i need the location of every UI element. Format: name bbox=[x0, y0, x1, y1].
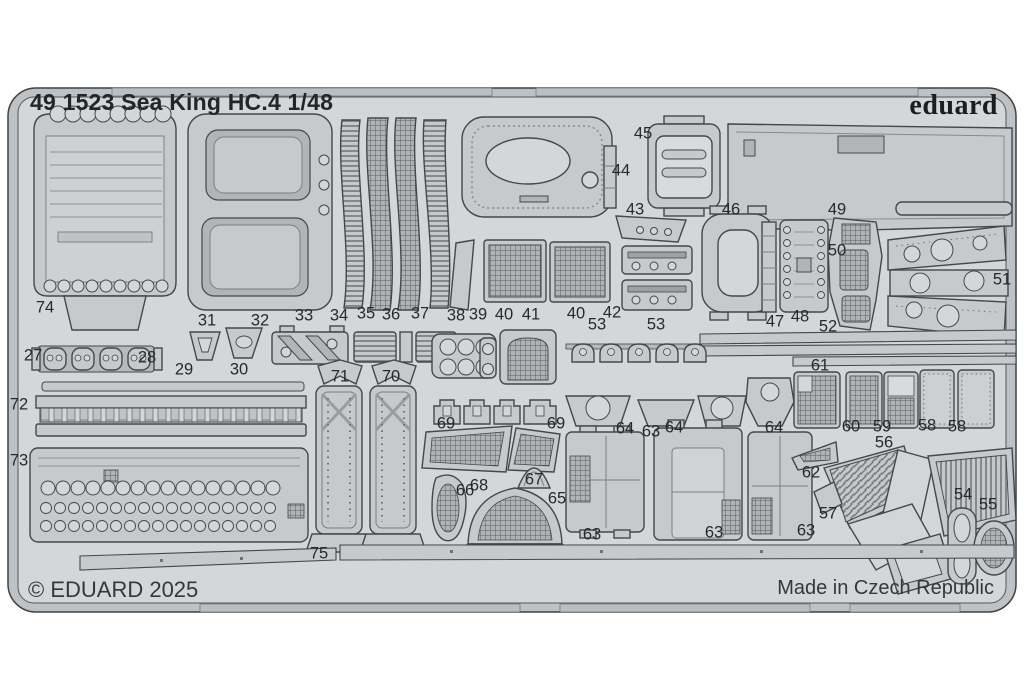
part-number-label: 41 bbox=[521, 305, 541, 324]
part-number-label: 39 bbox=[468, 305, 488, 324]
part-number-label: 53 bbox=[646, 315, 666, 334]
part-number-label: 56 bbox=[874, 433, 894, 452]
part-number-label: 40 bbox=[494, 305, 514, 324]
part-number-label: 48 bbox=[790, 307, 810, 326]
part-number-label: 43 bbox=[625, 200, 645, 219]
part-number-label: 42 bbox=[602, 303, 622, 322]
part-number-label: 31 bbox=[197, 311, 217, 330]
part-number-label: 51 bbox=[992, 270, 1012, 289]
part-number-label: 35 bbox=[356, 304, 376, 323]
part-number-label: 40 bbox=[566, 304, 586, 323]
part-number-label: 75 bbox=[309, 544, 329, 563]
part-number-label: 32 bbox=[250, 311, 270, 330]
part-number-label: 30 bbox=[229, 360, 249, 379]
part-number-label: 64 bbox=[664, 418, 684, 437]
copyright-text: © EDUARD 2025 bbox=[28, 577, 199, 602]
part-number-label: 62 bbox=[801, 463, 821, 482]
part-number-label: 68 bbox=[469, 476, 489, 495]
part-number-label: 69 bbox=[436, 414, 456, 433]
part-number-label: 69 bbox=[546, 414, 566, 433]
part-number-label: 63 bbox=[796, 521, 816, 540]
part-number-label: 34 bbox=[329, 306, 349, 325]
part-number-label: 49 bbox=[827, 200, 847, 219]
part-number-label: 67 bbox=[524, 470, 544, 489]
part-number-label: 28 bbox=[137, 348, 157, 367]
part-number-label: 38 bbox=[446, 306, 466, 325]
part-number-label: 64 bbox=[764, 418, 784, 437]
part-number-label: 50 bbox=[827, 241, 847, 260]
part-number-label: 33 bbox=[294, 306, 314, 325]
part-number-label: 63 bbox=[641, 422, 661, 441]
part-number-label: 66 bbox=[455, 481, 475, 500]
part-number-label: 71 bbox=[330, 367, 350, 386]
part-number-label: 54 bbox=[953, 485, 973, 504]
part-number-label: 60 bbox=[841, 417, 861, 436]
part-number-label: 59 bbox=[872, 417, 892, 436]
part-number-label: 36 bbox=[381, 305, 401, 324]
origin-text: Made in Czech Republic bbox=[777, 577, 994, 599]
part-number-label: 63 bbox=[582, 525, 602, 544]
part-number-label: 55 bbox=[978, 495, 998, 514]
part-number-label: 65 bbox=[547, 489, 567, 508]
part-number-label: 64 bbox=[615, 419, 635, 438]
part-number-label: 27 bbox=[23, 346, 43, 365]
part-number-label: 61 bbox=[810, 356, 830, 375]
part-number-label: 52 bbox=[818, 317, 838, 336]
part-number-label: 70 bbox=[381, 367, 401, 386]
part-number-label: 29 bbox=[174, 360, 194, 379]
part-number-label: 46 bbox=[721, 200, 741, 219]
part-number-label: 72 bbox=[9, 395, 29, 414]
part-number-label: 73 bbox=[9, 451, 29, 470]
part-number-label: 58 bbox=[947, 417, 967, 436]
brand-logo: eduard bbox=[909, 90, 998, 121]
part-number-label: 45 bbox=[633, 124, 653, 143]
part-number-label: 44 bbox=[611, 161, 631, 180]
part-number-label: 47 bbox=[765, 312, 785, 331]
part-number-label: 63 bbox=[704, 523, 724, 542]
part-number-label: 58 bbox=[917, 416, 937, 435]
part-number-label: 37 bbox=[410, 304, 430, 323]
part-number-label: 53 bbox=[587, 315, 607, 334]
sheet-title: 49 1523 Sea King HC.4 1/48 bbox=[30, 89, 334, 115]
part-number-label: 74 bbox=[35, 298, 55, 317]
part-number-label: 57 bbox=[818, 504, 838, 523]
